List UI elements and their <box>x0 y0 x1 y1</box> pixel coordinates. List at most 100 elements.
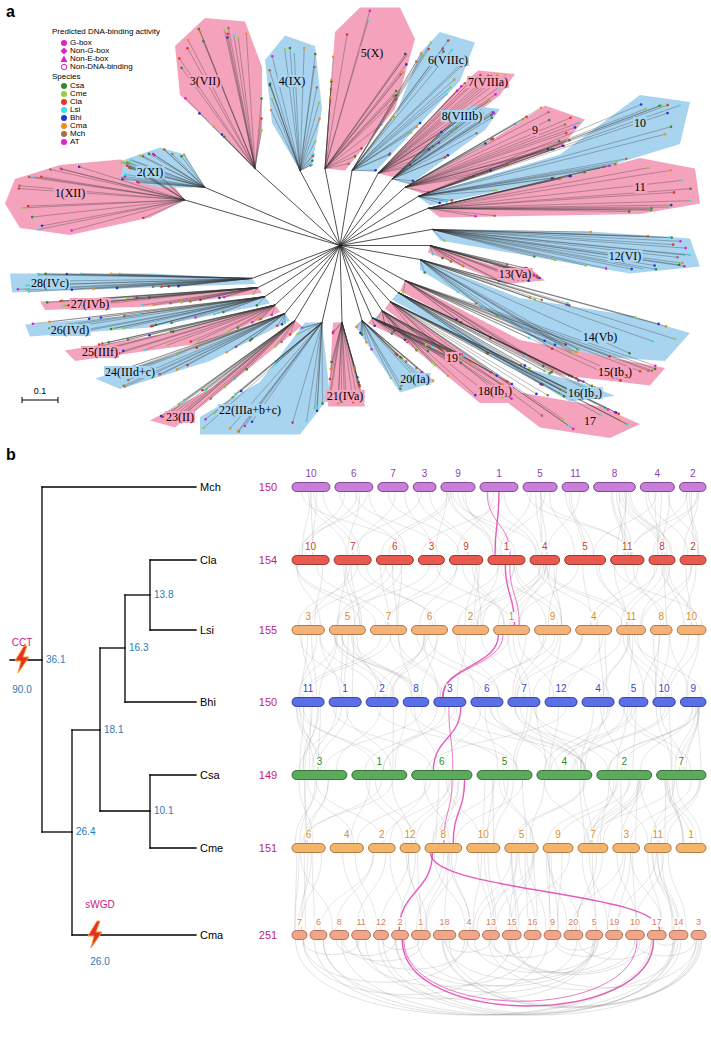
chromosome-bar <box>480 483 518 492</box>
chromosome-number: 5 <box>630 684 638 694</box>
age-label: 36.1 <box>46 655 65 665</box>
leaf-dot <box>445 200 448 203</box>
leaf-dot <box>92 288 95 291</box>
chromosome-number: 10 <box>685 612 698 622</box>
chromosome-bar <box>471 698 503 707</box>
synteny-link <box>390 853 406 930</box>
tree-branch <box>418 106 680 197</box>
synteny-link <box>336 940 395 956</box>
species-label: Lsi <box>200 625 214 636</box>
leaf-dot <box>37 228 40 231</box>
leaf-dot <box>213 412 216 415</box>
synteny-link <box>346 707 391 770</box>
leaf-dot <box>369 10 372 13</box>
leaf-dot <box>148 153 151 156</box>
tree-branch <box>125 594 150 595</box>
tree-branch <box>372 318 407 342</box>
tree-branch <box>372 318 441 349</box>
synteny-link <box>551 707 632 770</box>
leaf-dot <box>628 210 631 213</box>
leaf-dot <box>528 367 531 370</box>
synteny-link <box>517 780 586 843</box>
synteny-link <box>669 635 698 697</box>
synteny-link <box>517 635 558 697</box>
leaf-dot <box>547 111 550 114</box>
chromosome-number: 1 <box>503 542 511 552</box>
synteny-link <box>642 565 692 625</box>
chromosome-bar <box>645 844 672 853</box>
synteny-link <box>357 492 395 555</box>
tree-branch <box>228 305 275 332</box>
synteny-link <box>651 780 700 843</box>
synteny-link <box>389 492 451 555</box>
tree-branch <box>325 169 340 246</box>
chromosome-number: 5 <box>536 469 544 479</box>
leaf-dot <box>163 148 166 151</box>
tree-branch <box>300 171 340 246</box>
tree-branch <box>300 103 319 171</box>
synteny-link <box>686 707 699 770</box>
leaf-dot <box>244 425 247 428</box>
synteny-link <box>395 707 406 770</box>
tree-branch <box>28 200 185 206</box>
leaf-dot <box>376 317 379 320</box>
synteny-link <box>422 492 503 555</box>
leaf-dot <box>404 53 407 56</box>
tree-branch <box>275 246 340 306</box>
synteny-link <box>459 635 499 697</box>
leaf-dot <box>439 347 442 350</box>
leaf-dot <box>143 349 146 352</box>
chromosome-bar <box>352 771 407 780</box>
chromosome-number: 5 <box>581 542 589 552</box>
leaf-dot <box>583 171 586 174</box>
tree-branch <box>205 320 295 390</box>
age-label: 16.3 <box>129 643 148 653</box>
synteny-link <box>307 635 391 697</box>
tree-branch <box>372 318 464 356</box>
tree-branch <box>181 156 205 187</box>
tree-branch <box>340 246 372 318</box>
tree-branch <box>378 75 497 173</box>
tree-branch <box>390 302 573 429</box>
synteny-link <box>305 780 381 843</box>
leaf-dot <box>493 214 496 217</box>
leaf-dot <box>347 163 350 166</box>
leaf-dot <box>139 155 142 158</box>
legend-swatch <box>61 123 67 129</box>
chromosome-bar <box>425 844 462 853</box>
synteny-link <box>381 492 447 555</box>
leaf-dot <box>318 101 321 104</box>
leaf-dot <box>330 79 333 82</box>
tree-branch <box>300 119 320 171</box>
synteny-link <box>355 492 438 555</box>
clade-sector <box>10 274 256 293</box>
leaf-dot <box>251 321 254 324</box>
legend-swatch <box>61 83 67 89</box>
leaf-dot <box>226 33 229 36</box>
chromosome-number: 8 <box>412 684 420 694</box>
synteny-link <box>296 565 360 625</box>
leaf-dot <box>568 425 571 428</box>
tree-branch <box>342 323 344 400</box>
leaf-dot <box>546 394 549 397</box>
synteny-link <box>456 707 517 770</box>
leaf-dot <box>425 343 428 346</box>
tree-branch <box>352 117 394 171</box>
tree-branch <box>378 76 488 174</box>
tree-branch <box>340 173 378 245</box>
tree-branch <box>390 302 619 414</box>
leaf-dot <box>226 331 229 334</box>
chromosome-bar <box>412 931 431 940</box>
clade-label: 17 <box>583 415 597 427</box>
synteny-link <box>601 635 630 697</box>
tree-branch <box>49 297 265 322</box>
scale-label: 0.1 <box>34 387 47 396</box>
synteny-link <box>455 780 523 843</box>
synteny-link <box>320 635 340 697</box>
clade-label: 1(XII) <box>54 187 87 199</box>
synteny-links <box>295 492 702 1015</box>
leaf-dot <box>229 427 232 430</box>
leaf-dot <box>260 97 263 100</box>
leaf-dot <box>493 112 496 115</box>
synteny-link <box>295 780 317 843</box>
